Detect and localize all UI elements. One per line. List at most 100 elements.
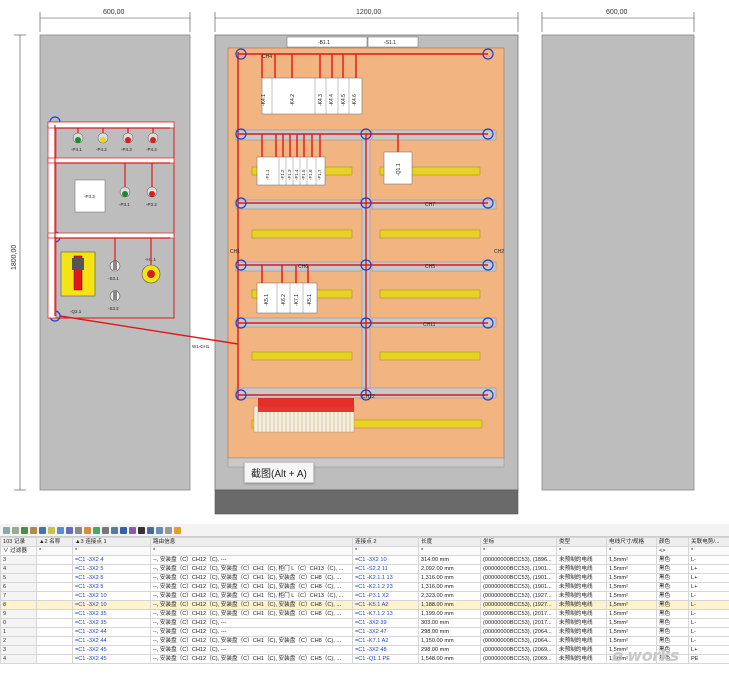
col-length[interactable]: 长度 — [418, 537, 481, 547]
row-index[interactable]: 4 — [0, 564, 37, 574]
cell-length[interactable]: 298.00 mm — [418, 645, 481, 655]
cell-route[interactable]: --, 安装盘（C）CH12（C), --- — [150, 618, 353, 628]
cell-color[interactable]: 黑色 — [656, 555, 689, 565]
device-s11[interactable] — [367, 36, 419, 48]
cell-length[interactable]: 1,199.00 mm — [418, 609, 481, 619]
table-row[interactable]: 4=C1 -3X2 45--, 安装盘（C）CH12（C), 安装盘（C）CH1… — [0, 654, 729, 664]
cell-color[interactable]: 黑色 — [656, 591, 689, 601]
cell-name[interactable] — [36, 636, 73, 646]
table-row[interactable]: 8=C1 -3X2 10--, 安装盘（C）CH12（C), 安装盘（C）CH1… — [0, 600, 729, 610]
cell-connection-2[interactable]: =C1 -3X2 10 — [352, 555, 419, 565]
col-connection-2[interactable]: 连接点 2 — [352, 537, 419, 547]
cell-color[interactable]: 黑色 — [656, 573, 689, 583]
device-q11[interactable] — [383, 151, 413, 185]
row-index[interactable]: 2 — [0, 636, 37, 646]
col-coordinates[interactable]: 坐标 — [480, 537, 557, 547]
cell-name[interactable] — [36, 582, 73, 592]
filter-cell[interactable]: <> — [656, 546, 689, 556]
cell-connection-2[interactable]: =C1 -K5.1 A2 — [352, 600, 419, 610]
row-index[interactable]: 7 — [0, 591, 37, 601]
cell-type[interactable]: 未预制的电线 — [556, 654, 607, 664]
cell-wire-size[interactable]: 1,5mm² — [606, 555, 657, 565]
cell-potential[interactable]: L- — [688, 636, 729, 646]
table-row[interactable]: 0=C1 -3X2 35--, 安装盘（C）CH12（C), ---=C1 -3… — [0, 618, 729, 628]
filter-cell[interactable]: * — [606, 546, 657, 556]
col-wire-size[interactable]: 电线尺寸/规格 — [606, 537, 657, 547]
device-p33[interactable] — [74, 179, 106, 213]
col-record-count[interactable]: 103 记录 — [0, 537, 37, 547]
row-index[interactable]: 3 — [0, 645, 37, 655]
row-index[interactable]: 4 — [0, 654, 37, 664]
cell-coordinates[interactable]: (00000000BCC53), (2069... — [480, 645, 557, 655]
cell-name[interactable] — [36, 591, 73, 601]
cell-length[interactable]: 1,316.00 mm — [418, 573, 481, 583]
cell-coordinates[interactable]: (00000000BCC53), (2064... — [480, 627, 557, 637]
cell-name[interactable] — [36, 600, 73, 610]
device-b11[interactable] — [286, 36, 368, 48]
cell-name[interactable] — [36, 618, 73, 628]
connection-grid-panel[interactable]: 103 记录 ▲2 名称 ▲3 连接点 1 路由信息 连接点 2 长度 坐标 类… — [0, 524, 729, 691]
filter-cell[interactable]: * — [150, 546, 353, 556]
cell-length[interactable]: 303.00 mm — [418, 618, 481, 628]
toolbar-filter-icon[interactable] — [3, 526, 10, 534]
cell-connection-1[interactable]: =C1 -3X2 45 — [72, 654, 151, 664]
cell-connection-1[interactable]: =C1 -3X2 5 — [72, 582, 151, 592]
toolbar-check-icon[interactable] — [93, 526, 100, 534]
toolbar-arrow-icon[interactable] — [129, 526, 136, 534]
filter-cell[interactable]: * — [72, 546, 151, 556]
cell-coordinates[interactable]: (00000000BCC53), (2017... — [480, 609, 557, 619]
toolbar-settings-icon[interactable] — [165, 526, 172, 534]
cell-name[interactable] — [36, 627, 73, 637]
cell-wire-size[interactable]: 1,5mm² — [606, 636, 657, 646]
cell-wire-size[interactable]: 1,5mm² — [606, 573, 657, 583]
filter-cell[interactable]: * — [480, 546, 557, 556]
cell-route[interactable]: --, 安装盘（C）CH12（C), 安装盘（C）CH1（C), 安装盘（C）C… — [150, 636, 353, 646]
cell-type[interactable]: 未预制的电线 — [556, 591, 607, 601]
toolbar-bold-icon[interactable] — [138, 526, 145, 534]
row-index[interactable]: 3 — [0, 555, 37, 565]
row-index[interactable]: 6 — [0, 582, 37, 592]
cell-connection-2[interactable]: =C1 -3X2 47 — [352, 627, 419, 637]
cell-type[interactable]: 未预制的电线 — [556, 636, 607, 646]
cell-route[interactable]: --, 安装盘（C）CH12（C), --- — [150, 645, 353, 655]
table-row[interactable]: 3=C1 -3X2 4--, 安装盘（C）CH12（C), ---=C1 -3X… — [0, 555, 729, 565]
door-buttons-p3[interactable] — [119, 186, 158, 198]
toolbar-align-icon[interactable] — [147, 526, 154, 534]
cell-route[interactable]: --, 安装盘（C）CH12（C), 安装盘（C）CH1（C), 柜门 L（C）… — [150, 591, 353, 601]
cell-route[interactable]: --, 安装盘（C）CH12（C), --- — [150, 555, 353, 565]
col-connection-1[interactable]: ▲3 连接点 1 — [72, 537, 151, 547]
toolbar-undo-icon[interactable] — [102, 526, 109, 534]
cell-route[interactable]: --, 安装盘（C）CH12（C), 安装盘（C）CH1（C), 安装盘（C）C… — [150, 582, 353, 592]
cell-connection-2[interactable]: =C1 -K2.1.1 13 — [352, 573, 419, 583]
cell-wire-size[interactable]: 1,5mm² — [606, 600, 657, 610]
cell-coordinates[interactable]: (00000000BCC53), (2017... — [480, 618, 557, 628]
col-color[interactable]: 颜色 — [656, 537, 689, 547]
cell-connection-2[interactable]: =C1 -3X2 48 — [352, 645, 419, 655]
toolbar-list-icon[interactable] — [156, 526, 163, 534]
k4-block[interactable] — [261, 77, 363, 115]
cell-name[interactable] — [36, 564, 73, 574]
cell-type[interactable]: 未预制的电线 — [556, 600, 607, 610]
cell-potential[interactable]: L+ — [688, 564, 729, 574]
cell-wire-size[interactable]: 1,5mm² — [606, 582, 657, 592]
cabinet-layout-svg[interactable]: 600,00 1200,00 600,00 1800,00 -B1.1 — [0, 0, 729, 520]
table-row[interactable]: 6 =C1 -3X2 5--, 安装盘（C）CH12（C), 安装盘（C）CH1（… — [0, 582, 729, 592]
cell-length[interactable]: 1,548.00 mm — [418, 654, 481, 664]
cell-type[interactable]: 未预制的电线 — [556, 618, 607, 628]
toolbar-export-icon[interactable] — [39, 526, 46, 534]
cell-connection-2[interactable]: =C1 -K7.1 A2 — [352, 636, 419, 646]
cell-color[interactable]: 黑色 — [656, 600, 689, 610]
row-index[interactable]: 1 — [0, 627, 37, 637]
cell-wire-size[interactable]: 1,5mm² — [606, 609, 657, 619]
cell-connection-1[interactable]: =C1 -3X2 45 — [72, 645, 151, 655]
cell-coordinates[interactable]: (00000000BCC53), (1927... — [480, 591, 557, 601]
toolbar-grid-icon[interactable] — [21, 526, 28, 534]
grid-toolbar[interactable] — [0, 524, 729, 537]
cell-route[interactable]: --, 安装盘（C）CH12（C), --- — [150, 627, 353, 637]
cell-connection-2[interactable]: =C1 -S2.2 11 — [352, 564, 419, 574]
filter-row[interactable]: ∨ 过滤器 * * * * * * * * <> * — [0, 546, 729, 556]
cell-length[interactable]: 314.00 mm — [418, 555, 481, 565]
cell-coordinates[interactable]: (00000000BCC53), (1896... — [480, 555, 557, 565]
wire-routes[interactable] — [59, 52, 488, 400]
cell-connection-2[interactable]: =C1 -Q1.1 PE — [352, 654, 419, 664]
